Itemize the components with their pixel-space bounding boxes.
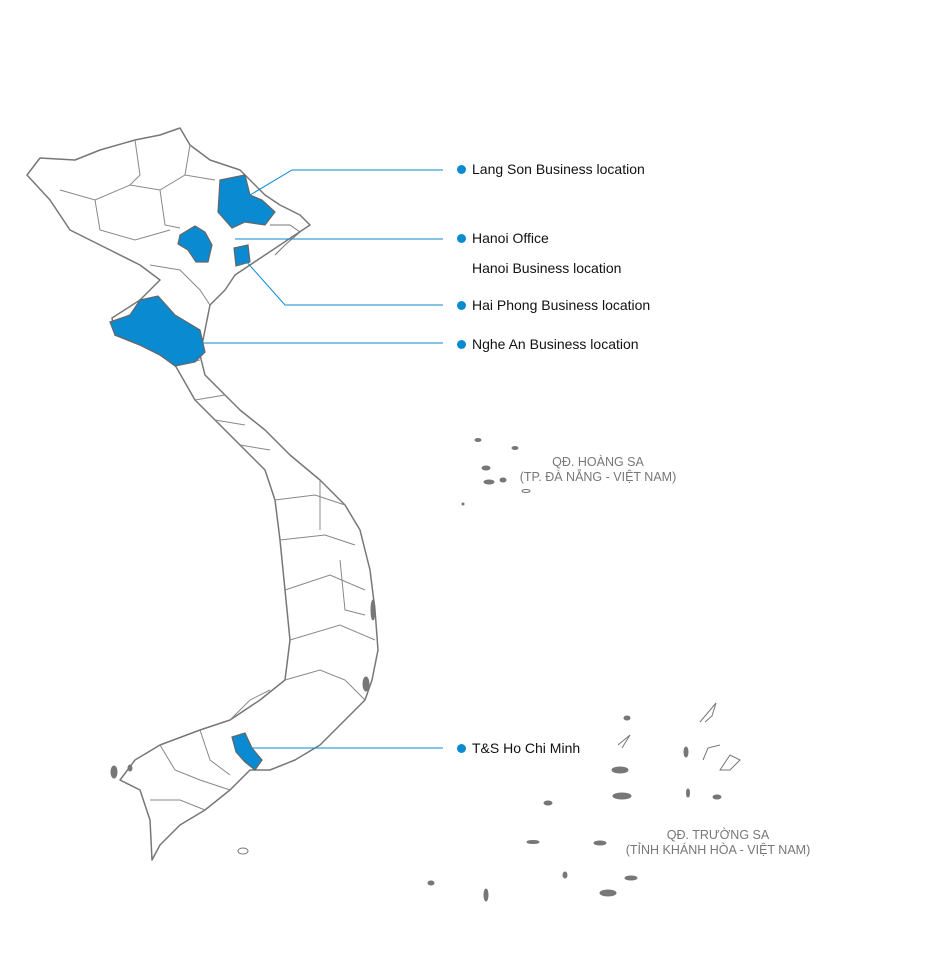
bullet-icon (457, 301, 466, 310)
location-nghe-an[interactable]: Nghe An Business location (472, 336, 639, 352)
location-lang-son[interactable]: Lang Son Business location (472, 161, 645, 177)
leader-lines (200, 169, 443, 749)
province-borders (59, 139, 376, 811)
vietnam-outline (26, 127, 379, 861)
region-nghe-an (109, 295, 206, 367)
bullet-icon (457, 234, 466, 243)
truong-sa-name: QĐ. TRƯỜNG SA (666, 828, 770, 842)
hoang-sa-admin: (TP. ĐÀ NẴNG - VIỆT NAM) (519, 470, 677, 484)
bullet-icon (457, 744, 466, 753)
bullet-icon (457, 165, 466, 174)
hoang-sa-label: QĐ. HOÀNG SA (TP. ĐÀ NẴNG - VIỆT NAM) (512, 455, 684, 485)
truong-sa-admin: (TỈNH KHÁNH HÒA - VIỆT NAM) (625, 843, 811, 857)
location-hanoi-office[interactable]: Hanoi Office (472, 230, 549, 246)
region-lang-son (217, 174, 276, 229)
bullet-icon (457, 340, 466, 349)
truong-sa-label: QĐ. TRƯỜNG SA (TỈNH KHÁNH HÒA - VIỆT NAM… (618, 828, 818, 858)
region-ho-chi-minh (231, 732, 263, 771)
hoang-sa-name: QĐ. HOÀNG SA (552, 455, 644, 469)
location-ho-chi-minh[interactable]: T&S Ho Chi Minh (472, 740, 581, 756)
location-hai-phong[interactable]: Hai Phong Business location (472, 297, 651, 313)
location-hanoi-business[interactable]: Hanoi Business location (472, 260, 622, 276)
region-hanoi (177, 225, 213, 263)
islands (110, 224, 741, 902)
